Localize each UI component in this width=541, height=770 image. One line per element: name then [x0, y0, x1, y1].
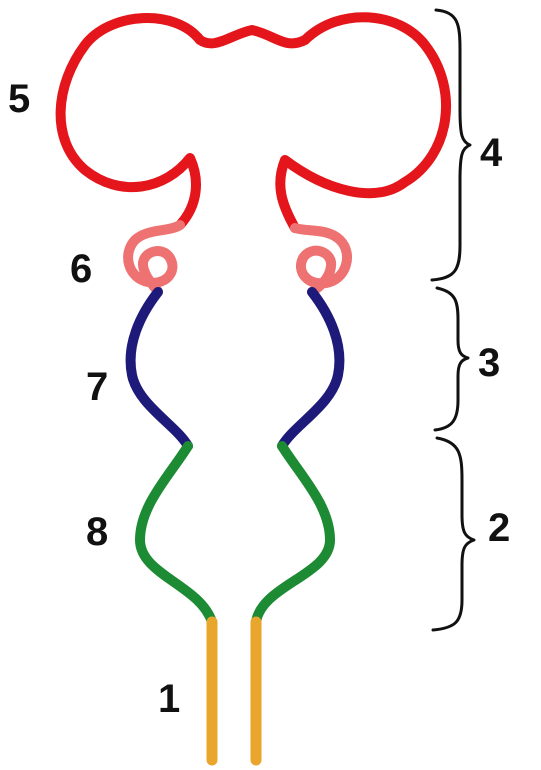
label-6: 6 [70, 247, 92, 291]
label-7: 7 [86, 365, 108, 409]
label-5: 5 [8, 77, 30, 121]
segment-6-pink-left [128, 225, 180, 292]
label-2: 2 [488, 506, 510, 550]
segment-7-navy-right [282, 292, 339, 446]
segment-8-green-left [140, 446, 212, 622]
segment-5-red [61, 17, 446, 228]
label-3: 3 [478, 341, 500, 385]
brace-2 [433, 438, 474, 630]
brace-3 [435, 288, 468, 430]
label-1: 1 [158, 677, 180, 721]
label-4: 4 [480, 131, 503, 175]
segment-7-navy-left [131, 292, 188, 446]
label-8: 8 [86, 510, 108, 554]
segment-8-green-right [256, 446, 330, 622]
segment-6-pink-right [295, 228, 347, 292]
